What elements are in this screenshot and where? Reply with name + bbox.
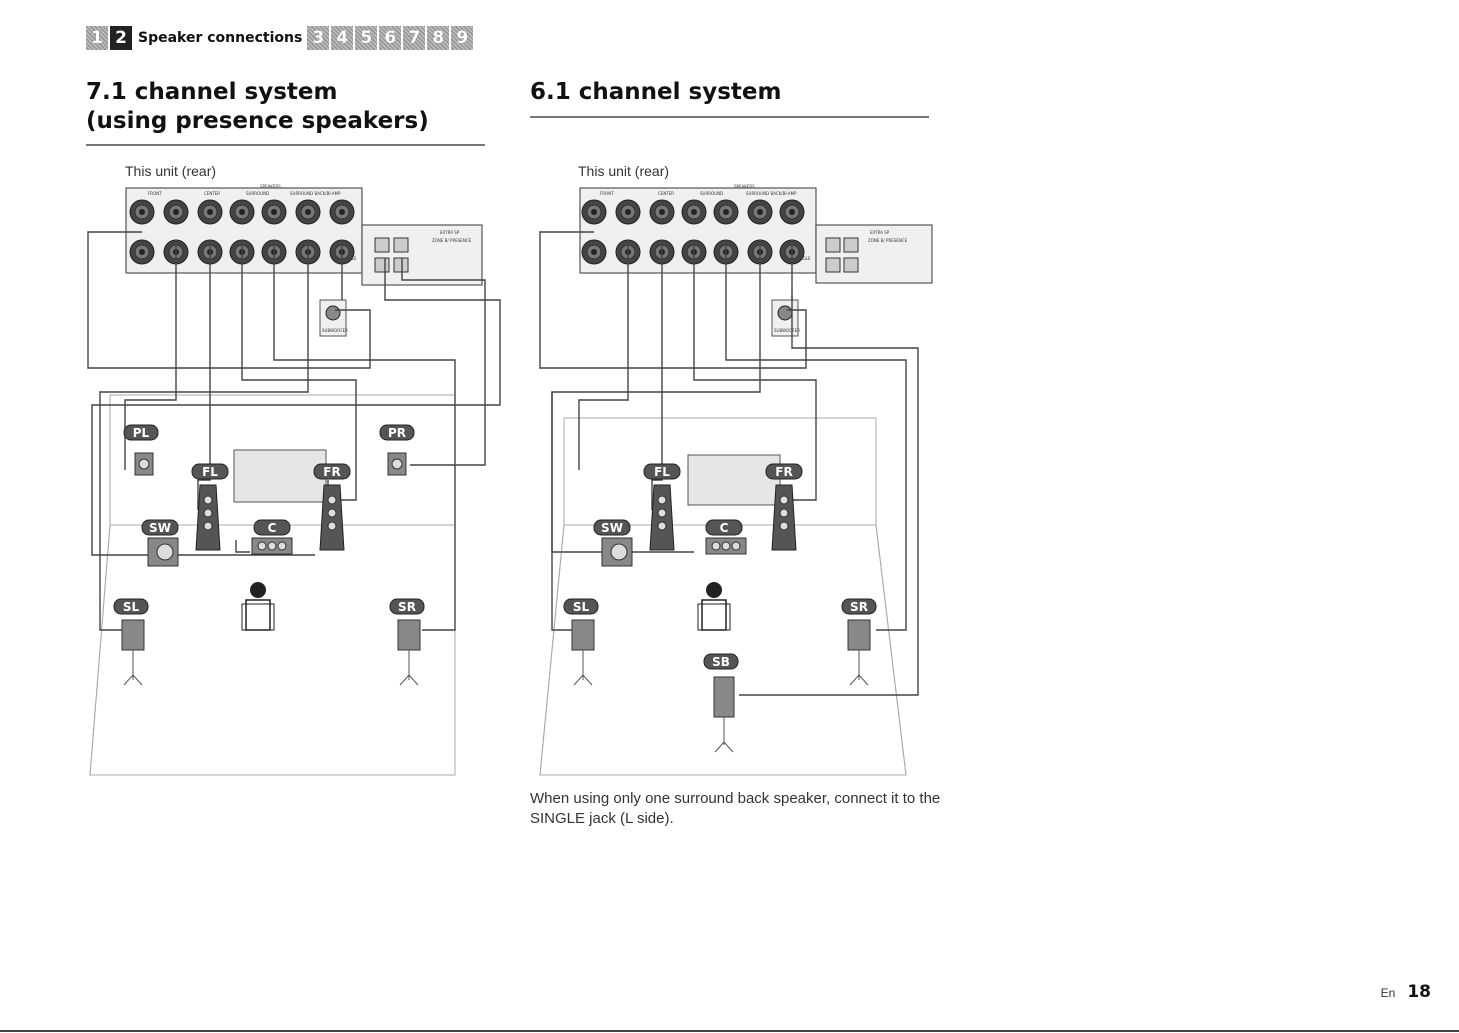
tab-section-3[interactable]: 3 (307, 26, 330, 50)
svg-text:FR: FR (323, 465, 340, 479)
svg-text:FR: FR (775, 465, 792, 479)
speaker-sb: SB (703, 653, 739, 753)
page-number: En 18 (1381, 982, 1431, 1002)
speaker-sw: SW (141, 519, 179, 567)
heading-line-2: (using presence speakers) (86, 108, 429, 134)
bottom-rule (0, 1030, 1459, 1032)
svg-text:SW: SW (601, 521, 623, 535)
diagram-7-1-channel: SPEAKERS FRONT CENTER SURROUND SURROUND … (87, 184, 501, 776)
label-center: CENTER (204, 191, 220, 196)
tab-section-7[interactable]: 7 (403, 26, 426, 50)
tab-section-9[interactable]: 9 (451, 26, 474, 50)
svg-text:SR: SR (398, 600, 416, 614)
svg-text:PR: PR (388, 426, 406, 440)
heading-rule-right (530, 116, 929, 118)
speaker-sl: SL (113, 598, 149, 686)
label-zone-presence: ZONE B/ PRESENCE (868, 238, 908, 243)
speaker-c: C (705, 519, 747, 555)
svg-text:SR: SR (850, 600, 868, 614)
listener (241, 582, 275, 631)
svg-text:SL: SL (573, 600, 590, 614)
tab-section-4[interactable]: 4 (331, 26, 354, 50)
listener (697, 582, 731, 631)
tv-screen (233, 449, 327, 503)
label-surround-back: SURROUND BACK/BI-AMP (290, 191, 341, 196)
label-speakers: SPEAKERS (734, 184, 755, 189)
label-front: FRONT (600, 191, 614, 196)
label-extra-sp: EXTRA SP (870, 230, 890, 235)
extra-panel (361, 224, 483, 286)
tv-screen (687, 454, 781, 506)
diagram-6-1-channel: SPEAKERS FRONT CENTER SURROUND SURROUND … (539, 184, 933, 776)
label-subwoofer: SUBWOOFER (322, 328, 348, 333)
speaker-sr: SR (841, 598, 877, 686)
svg-text:FL: FL (654, 465, 670, 479)
heading-rule-left (86, 144, 485, 146)
extra-panel (815, 224, 933, 284)
tab-section-5[interactable]: 5 (355, 26, 378, 50)
section-title: Speaker connections (138, 30, 303, 46)
svg-text:C: C (720, 521, 729, 535)
speaker-sr: SR (389, 598, 425, 686)
heading-line-1: 7.1 channel system (86, 79, 338, 105)
speaker-fr: FR (313, 463, 351, 551)
label-speakers: SPEAKERS (260, 184, 281, 189)
speaker-sw: SW (593, 519, 633, 567)
speaker-sl: SL (563, 598, 599, 686)
label-center: CENTER (658, 191, 674, 196)
speaker-fr: FR (765, 463, 803, 551)
label-single: SINGLE (796, 256, 811, 261)
svg-text:SB: SB (712, 655, 730, 669)
heading-7-1-channel: 7.1 channel system (using presence speak… (86, 78, 429, 136)
svg-text:SW: SW (149, 521, 171, 535)
label-zone-presence: ZONE B/ PRESENCE (432, 238, 472, 243)
svg-text:SL: SL (123, 600, 140, 614)
svg-text:FL: FL (202, 465, 218, 479)
tab-section-8[interactable]: 8 (427, 26, 450, 50)
heading-right: 6.1 channel system (530, 79, 782, 105)
speaker-c: C (251, 519, 293, 555)
speaker-fl: FL (643, 463, 681, 551)
page-number-value: 18 (1407, 982, 1431, 1002)
label-front: FRONT (148, 191, 162, 196)
speaker-fl: FL (191, 463, 229, 551)
unit-label-right: This unit (rear) (578, 163, 670, 179)
label-surround-back: SURROUND BACK/BI-AMP (746, 191, 797, 196)
label-subwoofer: SUBWOOFER (774, 328, 800, 333)
label-surround: SURROUND (700, 191, 723, 196)
heading-6-1-channel: 6.1 channel system (530, 78, 781, 107)
tab-section-6[interactable]: 6 (379, 26, 402, 50)
caption-single-jack: When using only one surround back speake… (530, 790, 941, 827)
tab-section-2-active[interactable]: 2 (110, 26, 132, 50)
subwoofer-jack (777, 305, 793, 321)
svg-text:PL: PL (133, 426, 150, 440)
label-extra-sp: EXTRA SP (440, 230, 460, 235)
unit-label-left: This unit (rear) (125, 163, 217, 179)
speaker-pr: PR (379, 424, 415, 476)
subwoofer-jack (325, 305, 341, 321)
label-surround: SURROUND (246, 191, 269, 196)
tab-section-1[interactable]: 1 (86, 26, 108, 50)
page-language: En (1380, 986, 1396, 1000)
section-tab-bar: 1 2 Speaker connections 3 4 5 6 7 8 9 (86, 26, 475, 50)
svg-text:C: C (268, 521, 277, 535)
speaker-pl: PL (123, 424, 159, 476)
